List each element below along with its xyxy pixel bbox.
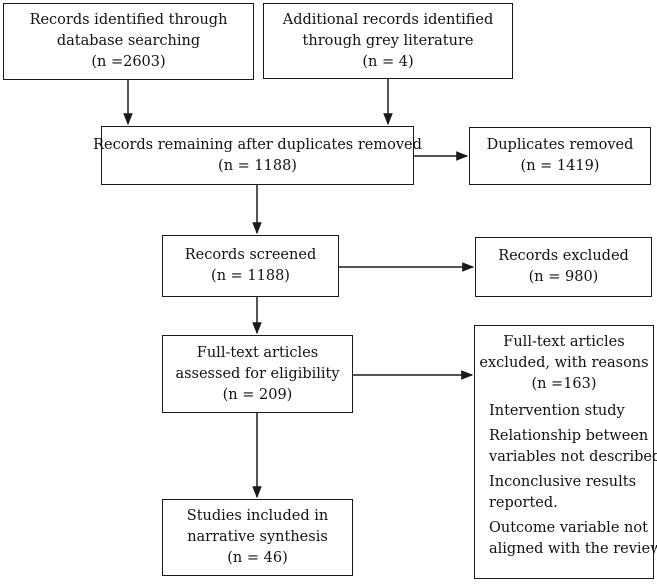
fulltext-eligibility-box: Full-text articles assessed for eligibil… bbox=[162, 335, 353, 413]
records-excluded-box: Records excluded (n = 980) bbox=[475, 237, 652, 297]
fulltext-excluded-line-1: Full-text articles bbox=[503, 334, 625, 350]
eligibility-line-3: (n = 209) bbox=[222, 386, 293, 403]
eligibility-line-2: assessed for eligibility bbox=[175, 365, 340, 382]
reason-4-line-1: Outcome variable not bbox=[489, 520, 648, 536]
studies-included-box: Studies included in narrative synthesis … bbox=[162, 499, 353, 576]
remaining-line-1: Records remaining after duplicates remov… bbox=[93, 136, 422, 153]
reason-3-line-1: Inconclusive results bbox=[489, 474, 637, 490]
duplicates-line-1: Duplicates removed bbox=[486, 137, 634, 153]
exclusion-reasons-list: Intervention study Relationship between … bbox=[475, 395, 657, 560]
database-line-1: Records identified through bbox=[29, 12, 228, 28]
records-remaining-box: Records remaining after duplicates remov… bbox=[93, 126, 422, 185]
included-line-3: (n = 46) bbox=[227, 550, 288, 566]
reason-outcome-not-aligned: Outcome variable not aligned with the re… bbox=[489, 518, 657, 560]
grey-line-3: (n = 4) bbox=[362, 53, 414, 70]
grey-line-2: through grey literature bbox=[302, 32, 474, 49]
reason-1-line-1: Intervention study bbox=[489, 403, 625, 419]
additional-records-grey-box: Additional records identified through gr… bbox=[263, 3, 513, 79]
screened-line-1: Records screened bbox=[184, 247, 317, 263]
reason-inconclusive-results: Inconclusive results reported. bbox=[489, 472, 653, 514]
excluded-line-2: (n = 980) bbox=[528, 269, 599, 285]
duplicates-line-2: (n = 1419) bbox=[520, 158, 600, 174]
fulltext-excluded-line-2: excluded, with reasons bbox=[479, 355, 649, 371]
excluded-line-1: Records excluded bbox=[498, 248, 629, 264]
reason-3-line-2: reported. bbox=[489, 495, 558, 511]
reason-relationship-not-described: Relationship between variables not descr… bbox=[489, 426, 657, 468]
screened-line-2: (n = 1188) bbox=[211, 268, 290, 284]
included-line-2: narrative synthesis bbox=[187, 529, 328, 545]
database-line-3: (n =2603) bbox=[91, 54, 166, 70]
records-screened-box: Records screened (n = 1188) bbox=[162, 235, 339, 297]
reason-2-line-2: variables not described. bbox=[489, 449, 657, 465]
reason-4-line-2: aligned with the review. bbox=[489, 541, 657, 557]
duplicates-removed-box: Duplicates removed (n = 1419) bbox=[469, 127, 651, 185]
reason-intervention-study: Intervention study bbox=[489, 401, 653, 422]
records-identified-database-box: Records identified through database sear… bbox=[3, 3, 254, 80]
grey-line-1: Additional records identified bbox=[282, 11, 494, 28]
eligibility-line-1: Full-text articles bbox=[196, 344, 319, 361]
fulltext-excluded-line-3: (n =163) bbox=[531, 376, 597, 392]
included-line-1: Studies included in bbox=[186, 508, 329, 524]
fulltext-excluded-box: Full-text articles excluded, with reason… bbox=[474, 325, 657, 579]
reason-2-line-1: Relationship between bbox=[489, 428, 649, 444]
fulltext-excluded-header: Full-text articles excluded, with reason… bbox=[475, 326, 653, 395]
remaining-line-2: (n = 1188) bbox=[218, 157, 297, 174]
database-line-2: database searching bbox=[56, 33, 201, 49]
